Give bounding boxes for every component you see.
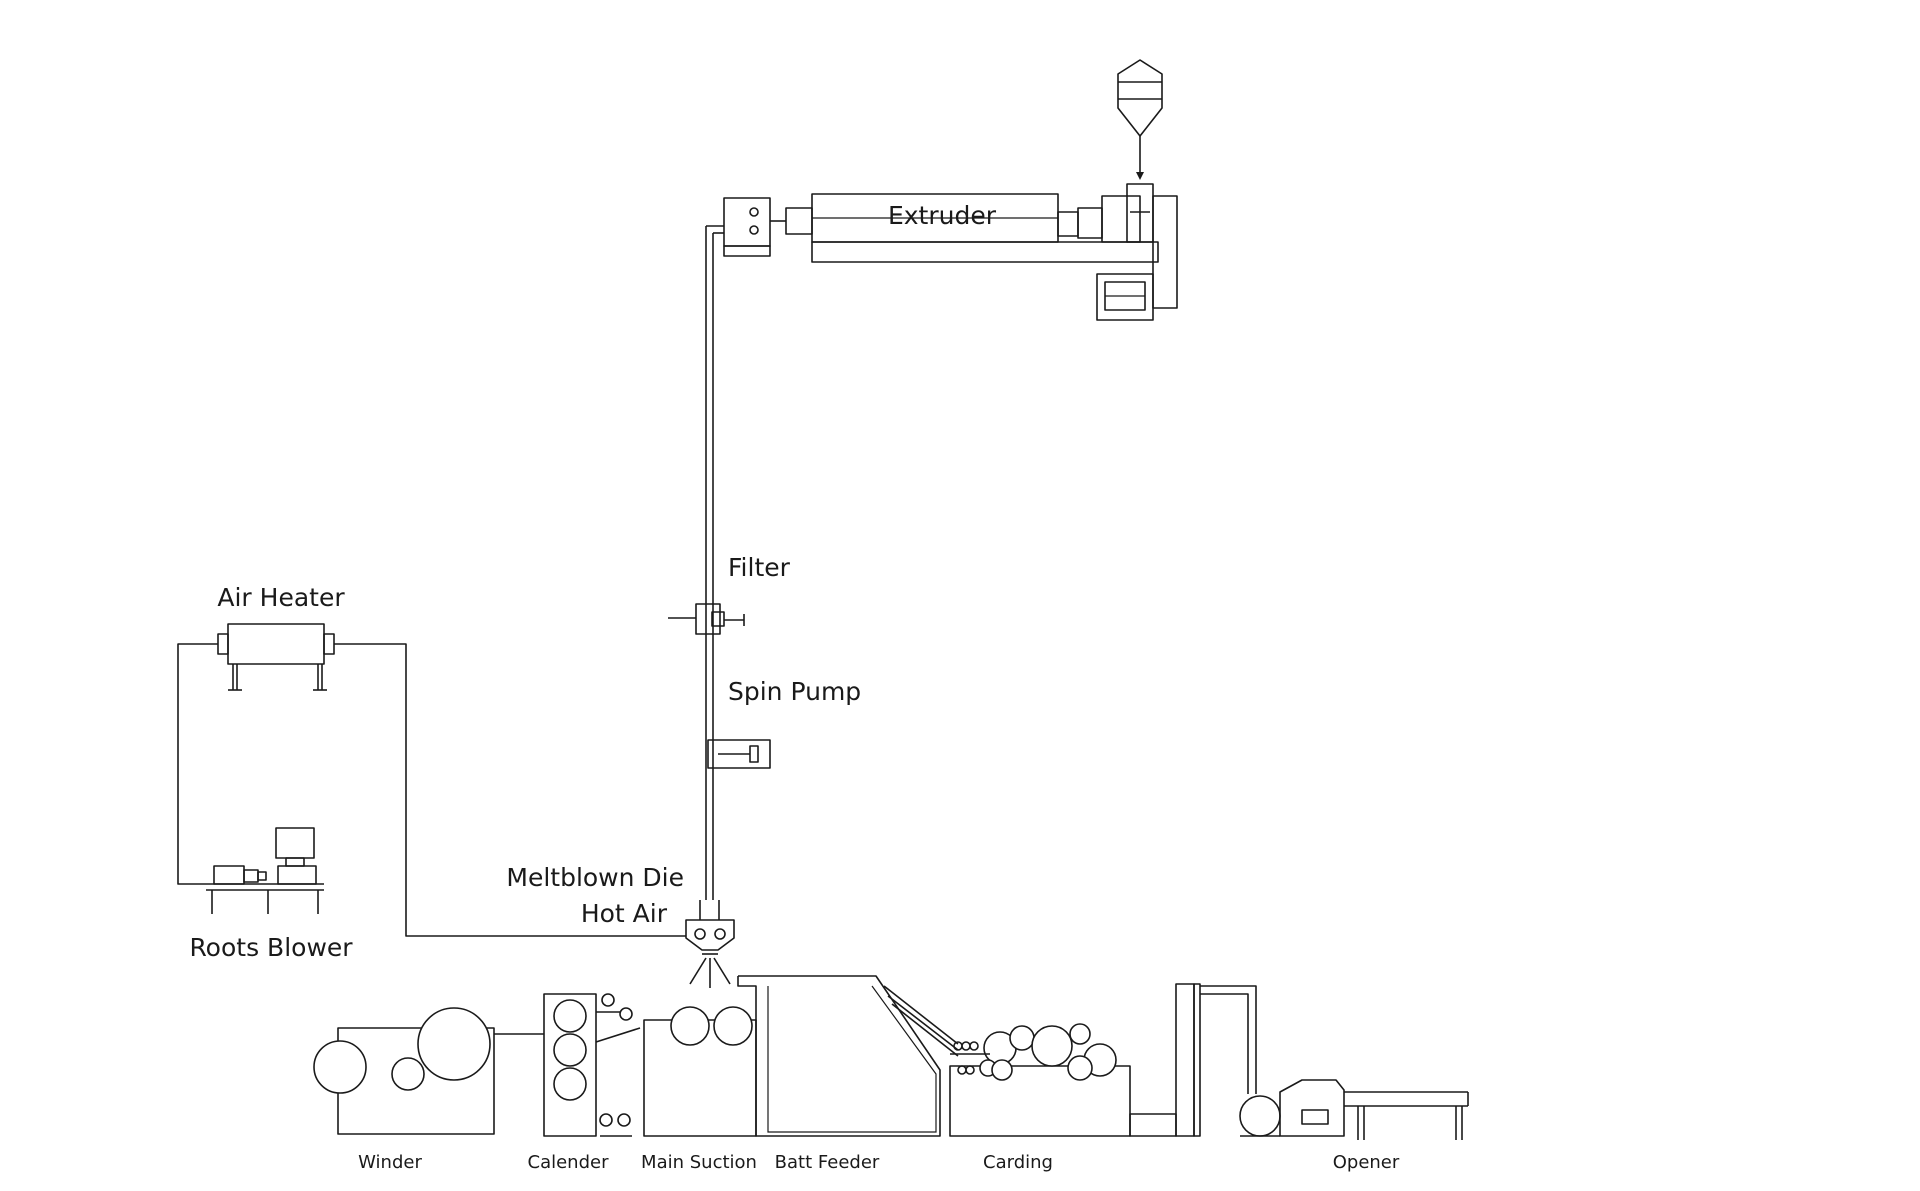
carding — [949, 1023, 1177, 1137]
main-suction — [643, 1006, 757, 1137]
label-batt-feeder: Batt Feeder — [775, 1152, 880, 1173]
extruder — [723, 183, 1178, 321]
melt-pipe — [705, 225, 724, 900]
feed-tower — [1175, 983, 1257, 1137]
label-hot-air: Hot Air — [581, 899, 668, 928]
label-filter: Filter — [728, 553, 791, 582]
label-winder: Winder — [358, 1152, 422, 1173]
label-extruder: Extruder — [888, 201, 997, 230]
label-calender: Calender — [528, 1152, 610, 1173]
winder — [313, 1007, 544, 1135]
label-meltblown-die: Meltblown Die — [506, 863, 684, 892]
label-spin-pump: Spin Pump — [728, 677, 861, 706]
hopper — [1117, 59, 1163, 180]
label-opener: Opener — [1333, 1152, 1400, 1173]
filter — [668, 603, 745, 635]
batt-feeder — [737, 975, 959, 1137]
label-carding: Carding — [983, 1152, 1053, 1173]
meltblown-die — [685, 900, 735, 988]
air-heater — [217, 623, 335, 691]
roots-blower — [206, 827, 324, 914]
spin-pump — [707, 739, 771, 769]
label-roots-blower: Roots Blower — [189, 933, 353, 962]
air-pipes — [177, 643, 686, 937]
label-main-suction: Main Suction — [641, 1152, 757, 1173]
opener — [1239, 1079, 1469, 1140]
calender — [543, 993, 641, 1137]
label-air-heater: Air Heater — [217, 583, 345, 612]
